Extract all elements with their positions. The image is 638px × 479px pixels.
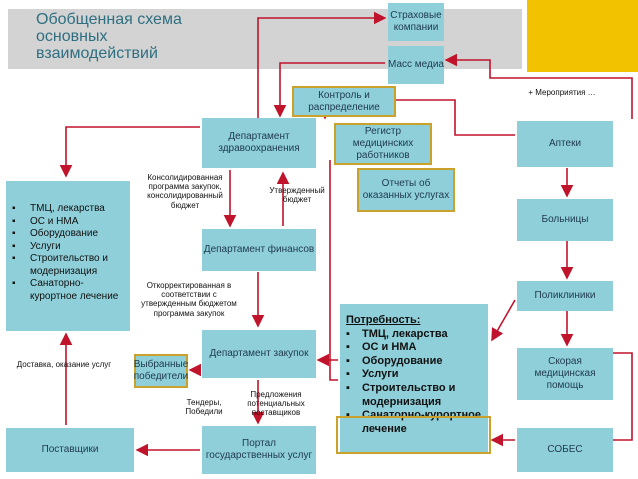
medical-registry-box: Регистр медицинских работников <box>334 123 432 165</box>
clinics-box: Поликлиники <box>517 281 613 311</box>
hospitals-box: Больницы <box>517 199 613 241</box>
selected-winners-box: Выбранные победители <box>134 354 188 388</box>
suppliers-box: Поставщики <box>6 428 134 472</box>
resource-list-box: ТМЦ, лекарства ОС и НМА Оборудование Усл… <box>6 181 130 331</box>
public-services-portal-box: Портал государственных услуг <box>202 426 316 474</box>
supplier-offers-label: Предложения потенциальных поставщиков <box>247 390 305 418</box>
need-highlight-frame <box>336 416 491 454</box>
list-item: Услуги <box>346 368 484 382</box>
corrected-program-label: Откорректированная в соответствии с утве… <box>141 281 237 318</box>
control-distribution-box: Контроль и распределение <box>292 86 396 117</box>
ambulance-box: Скорая медицинская помощь <box>517 348 613 400</box>
approved-budget-label: Утвержденный бюджет <box>269 186 325 205</box>
list-item: Оборудование <box>12 228 126 241</box>
list-item: ОС и НМА <box>12 216 126 229</box>
delivery-label: Доставка, оказание услуг <box>16 360 112 369</box>
list-item: Строительство и модернизация <box>12 253 126 278</box>
events-label: + Мероприятия … <box>528 88 596 97</box>
consolidated-program-label: Консолидированная программа закупок, кон… <box>147 173 223 210</box>
list-item: ОС и НМА <box>346 341 484 355</box>
page-title: Обобщенная схема основных взаимодействий <box>36 11 182 62</box>
tenders-label: Тендеры, Победили <box>185 398 223 417</box>
yellow-corner-block <box>527 0 638 72</box>
insurance-companies-box: Страховые компании <box>388 3 444 41</box>
pharmacies-box: Аптеки <box>517 121 613 167</box>
finance-department-box: Департамент финансов <box>202 229 316 271</box>
health-department-box: Департамент здравоохранения <box>202 118 316 168</box>
need-box: Потребность: ТМЦ, лекарства ОС и НМА Обо… <box>340 304 488 454</box>
list-item: Санаторно-курортное лечение <box>12 278 126 303</box>
mass-media-box: Масс медиа <box>388 46 444 84</box>
procurement-department-box: Департамент закупок <box>202 330 316 378</box>
service-reports-box: Отчеты об оказанных услугах <box>357 168 455 212</box>
list-item: ТМЦ, лекарства <box>12 203 126 216</box>
list-item: Строительство и модернизация <box>346 382 484 409</box>
need-heading: Потребность: <box>346 314 421 326</box>
list-item: Оборудование <box>346 355 484 369</box>
list-item: Услуги <box>12 241 126 254</box>
list-item: ТМЦ, лекарства <box>346 328 484 342</box>
sobes-box: СОБЕС <box>517 428 613 472</box>
